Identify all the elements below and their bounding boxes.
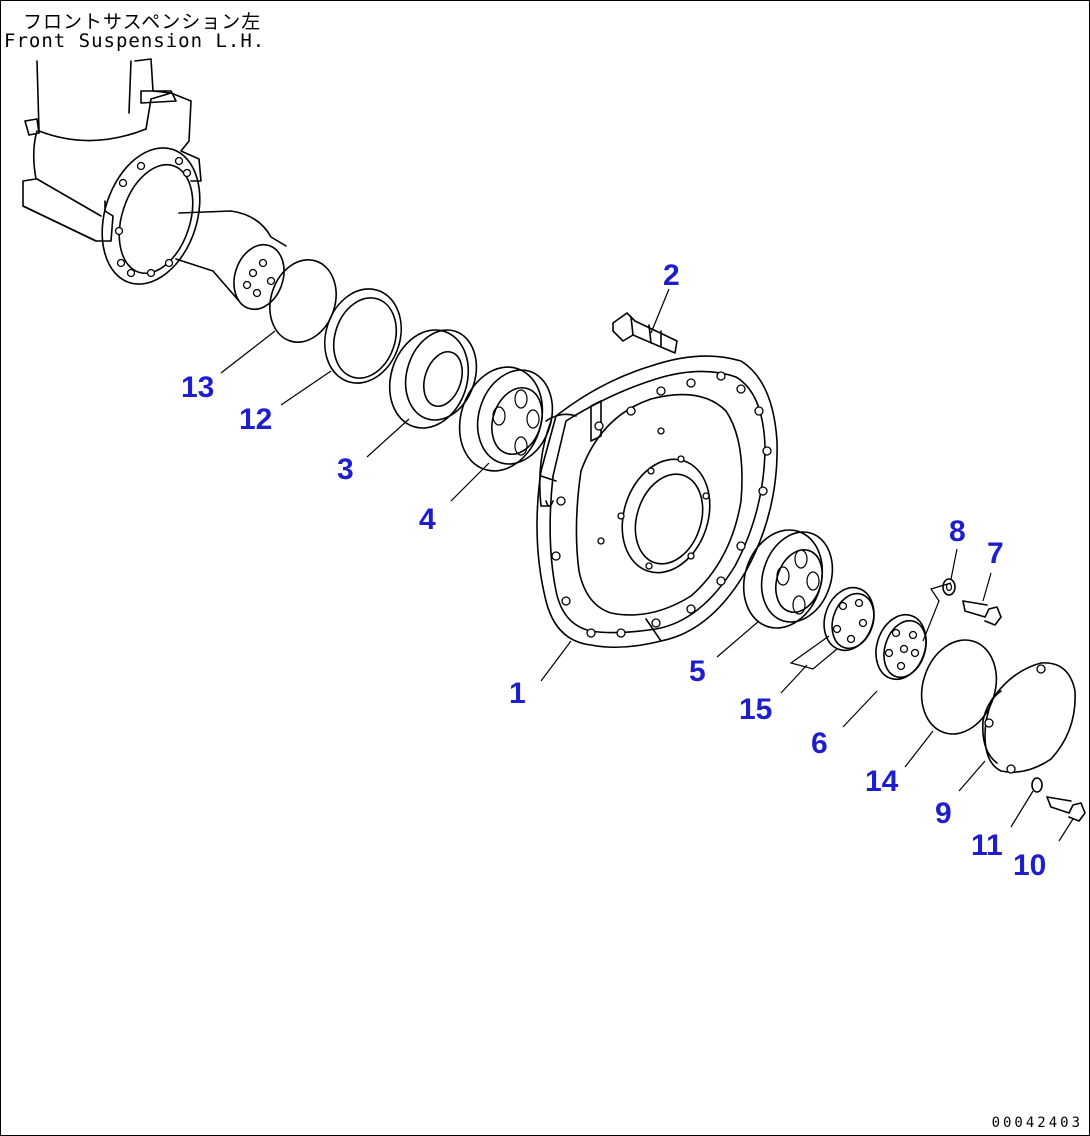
o-ring-14 <box>920 639 998 735</box>
bearing-4 <box>458 366 554 472</box>
callout-14: 14 <box>865 765 899 798</box>
callout-4: 4 <box>419 503 436 536</box>
title-english: Front Suspension L.H. <box>4 30 266 52</box>
washer-11 <box>1031 777 1043 793</box>
callout-5: 5 <box>689 655 706 688</box>
callout-15: 15 <box>739 693 772 726</box>
bolt-7 <box>962 600 1002 626</box>
plate-6 <box>875 582 952 681</box>
callout-13: 13 <box>181 371 214 404</box>
callout-labels: 13 12 3 4 2 1 5 15 6 14 9 11 10 8 7 <box>181 259 1046 882</box>
bearing-5 <box>742 529 834 629</box>
callout-6: 6 <box>811 727 828 760</box>
callout-10: 10 <box>1013 849 1046 882</box>
callout-7: 7 <box>987 537 1004 570</box>
callout-12: 12 <box>239 403 272 436</box>
callout-1: 1 <box>509 677 526 710</box>
washer-15 <box>789 586 875 670</box>
leader-lines <box>220 288 1074 842</box>
cover-9 <box>981 662 1076 774</box>
callout-9: 9 <box>935 797 952 830</box>
bolt-2 <box>612 312 678 354</box>
hub-1 <box>536 355 778 649</box>
suspension-housing <box>22 58 287 311</box>
callout-8: 8 <box>949 515 966 548</box>
washer-8 <box>942 578 956 596</box>
callout-3: 3 <box>337 453 354 486</box>
seal-3 <box>388 329 478 429</box>
title-japanese: フロントサスペンション左 <box>23 11 262 33</box>
drawing-number: 00042403 <box>991 1115 1083 1131</box>
callout-2: 2 <box>663 259 680 292</box>
callout-11: 11 <box>971 829 1003 862</box>
seal-ring-12 <box>324 288 402 384</box>
bolt-10 <box>1046 796 1086 822</box>
